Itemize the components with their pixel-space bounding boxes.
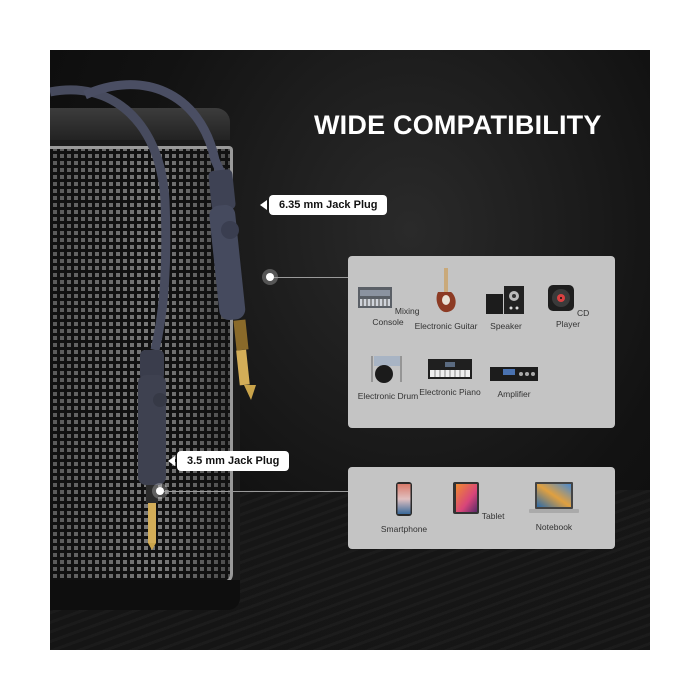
smartphone-icon (396, 482, 412, 516)
device-electronic-guitar: Electronic Guitar (414, 268, 478, 332)
device-label: Mixing Console (372, 306, 420, 327)
device-label: Electronic Piano (419, 387, 481, 397)
device-tablet: Tablet (446, 481, 510, 522)
pointer-dot-35 (156, 487, 164, 495)
callout-635-jack-plug: 6.35 mm Jack Plug (259, 195, 388, 215)
jack-35-plug (138, 350, 167, 550)
device-smartphone: Smartphone (372, 481, 436, 535)
device-electronic-piano: Electronic Piano (418, 358, 482, 398)
devices-panel-635: Mixing Console Electronic Guitar Speaker… (348, 256, 615, 428)
device-label: Tablet (481, 511, 505, 521)
connector-line-35 (164, 491, 348, 492)
piano-icon (428, 359, 472, 379)
amplifier-icon (490, 367, 538, 381)
device-label: Electronic Guitar (414, 321, 478, 331)
device-cd-player: CD Player (536, 284, 600, 330)
device-label: Notebook (535, 522, 573, 532)
amp-grill (50, 146, 233, 584)
device-mixing-console: Mixing Console (356, 284, 420, 328)
device-label: Smartphone (380, 524, 428, 534)
device-label: CD Player (555, 308, 590, 329)
notebook-icon (529, 482, 579, 513)
amp-base (50, 580, 240, 610)
callout-35-jack-plug: 3.5 mm Jack Plug (167, 451, 290, 471)
guitar-icon (436, 268, 456, 313)
page-title: WIDE COMPATIBILITY (314, 110, 602, 140)
product-image: WIDE COMPATIBILITY 6.35 mm Jack Plug 3.5… (50, 50, 650, 650)
speaker-icon (486, 286, 524, 314)
devices-panel-35: Smartphone Tablet Notebook (348, 467, 615, 549)
tablet-icon (452, 482, 479, 514)
pointer-dot-635 (266, 273, 274, 281)
audio-cable-illustration (50, 80, 256, 550)
device-speaker: Speaker (474, 284, 538, 332)
device-electronic-drum: Electronic Drum (356, 352, 420, 402)
device-label: Speaker (490, 321, 522, 331)
mixing-console-icon (357, 287, 392, 308)
device-notebook: Notebook (522, 481, 586, 533)
jack-635-plug (208, 169, 256, 400)
device-amplifier: Amplifier (482, 366, 546, 400)
device-label: Electronic Drum (357, 391, 419, 401)
device-label: Amplifier (497, 389, 531, 399)
cd-player-icon (547, 285, 574, 311)
drum-icon (371, 356, 402, 383)
connector-line-635 (274, 277, 348, 278)
